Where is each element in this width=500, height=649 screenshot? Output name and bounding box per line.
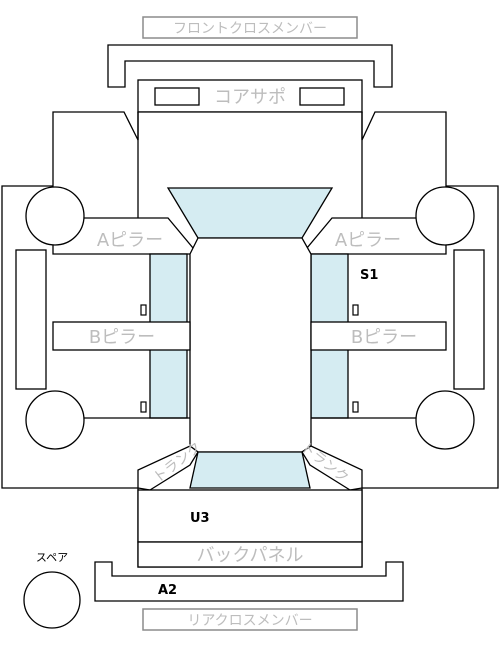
a-pillar-left: Aピラー (52, 217, 200, 255)
spare-tire-circle (23, 571, 81, 629)
rear-window (189, 451, 311, 489)
code-a2: A2 (158, 583, 177, 598)
front-cross-member-text: フロントクロスメンバー (173, 21, 327, 37)
front-cross-member (107, 44, 393, 88)
b-pillar-left: Bピラー (52, 321, 191, 351)
code-u3: U3 (190, 511, 210, 526)
right-side-panel (453, 249, 485, 390)
left-side-panel (15, 249, 47, 390)
b-pillar-left-text: Bピラー (89, 327, 155, 348)
core-support-text: コアサポ (214, 87, 286, 108)
a-pillar-right: Aピラー (300, 217, 447, 255)
core-support-right-slot (299, 87, 345, 106)
a-pillar-right-text: Aピラー (335, 230, 401, 251)
trunk-lid (137, 489, 363, 543)
rear-cross-member-label: リアクロスメンバー (142, 608, 358, 631)
b-pillar-right-text: Bピラー (351, 327, 417, 348)
door-handle-right-rear (352, 401, 359, 413)
spare-tire: スペア (23, 551, 81, 629)
wheel-front-left (25, 186, 85, 246)
code-s1: S1 (360, 268, 378, 283)
door-handle-left-front (140, 304, 147, 316)
b-pillar-right: Bピラー (310, 321, 447, 351)
roof (189, 237, 312, 453)
core-support-left-slot (154, 87, 200, 106)
wheel-front-right (415, 186, 475, 246)
front-cross-member-label: フロントクロスメンバー (142, 16, 358, 39)
rear-cross-member (94, 561, 404, 602)
back-panel: バックパネル (137, 541, 363, 568)
wheel-rear-right (415, 390, 475, 450)
door-handle-left-rear (140, 401, 147, 413)
spare-text: スペア (36, 551, 68, 564)
core-support: コアサポ (137, 79, 363, 113)
rear-cross-member-text: リアクロスメンバー (187, 613, 312, 629)
wheel-rear-left (25, 390, 85, 450)
back-panel-text: バックパネル (196, 545, 303, 566)
a-pillar-left-text: Aピラー (97, 230, 163, 251)
door-handle-right-front (352, 304, 359, 316)
